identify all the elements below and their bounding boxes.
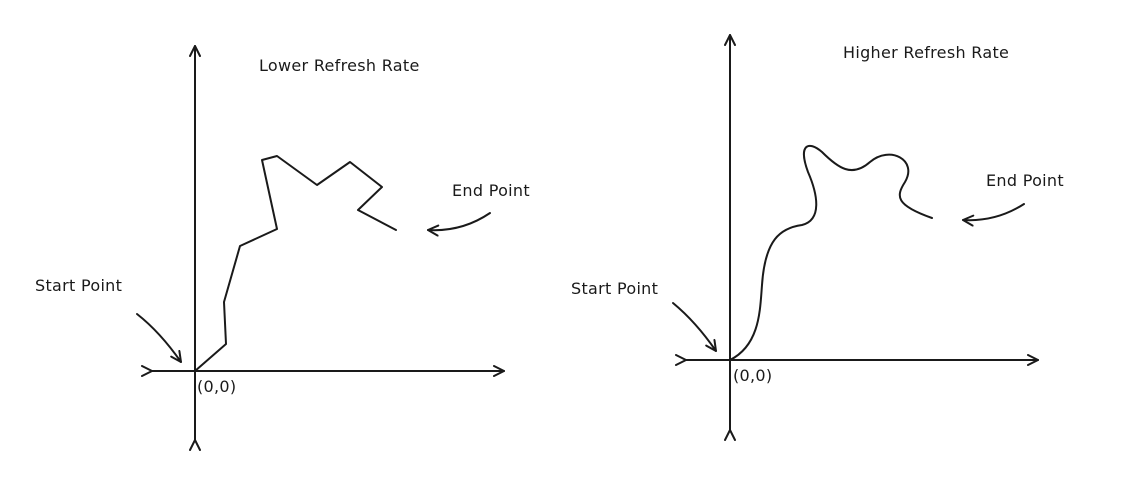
motion-path-smooth (729, 144, 933, 361)
panel-title: Higher Refresh Rate (843, 43, 1009, 62)
end-point-label: End Point (452, 181, 530, 200)
origin-label: (0,0) (197, 377, 236, 396)
start-point-label: Start Point (35, 276, 122, 295)
panel-title: Lower Refresh Rate (259, 56, 420, 75)
start-point-arrow (136, 313, 182, 363)
panel-lower-refresh-rate: Lower Refresh Rate Start Point End Point… (35, 45, 530, 451)
panel-higher-refresh-rate: Higher Refresh Rate Start Point End Poin… (571, 34, 1064, 441)
start-point-label: Start Point (571, 279, 658, 298)
end-point-arrow (427, 212, 491, 237)
start-point-arrow (672, 302, 717, 352)
origin-label: (0,0) (733, 366, 772, 385)
end-point-arrow (962, 203, 1025, 227)
motion-path-jagged (194, 155, 397, 372)
end-point-label: End Point (986, 171, 1064, 190)
